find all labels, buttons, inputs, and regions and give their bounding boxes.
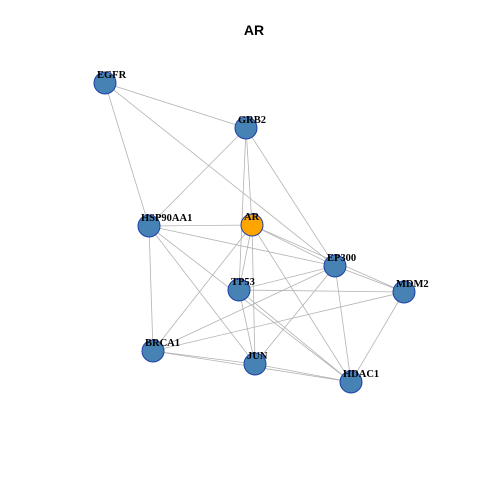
edge-ep300-brca1 <box>152 265 336 352</box>
edge-ep300-tp53 <box>238 265 336 291</box>
edge-hsp90aa1-jun <box>148 225 256 365</box>
edge-jun-hdac1 <box>254 363 352 383</box>
edge-egfr-hsp90aa1 <box>104 82 150 227</box>
node-label-hsp90aa1: HSP90AA1 <box>141 213 192 224</box>
edge-grb2-tp53 <box>238 127 247 291</box>
edge-hsp90aa1-hdac1 <box>148 225 352 383</box>
edge-mdm2-hdac1 <box>350 291 405 383</box>
edge-ep300-jun <box>254 265 336 365</box>
edge-grb2-ep300 <box>245 127 336 267</box>
node-brca1 <box>141 339 165 363</box>
node-grb2 <box>234 116 258 140</box>
edge-mdm2-brca1 <box>152 291 405 352</box>
diagram-title: AR <box>244 22 264 38</box>
node-mdm2 <box>392 280 416 304</box>
node-label-ep300: EP300 <box>327 253 356 264</box>
edge-egfr-grb2 <box>104 82 247 129</box>
node-label-egfr: EGFR <box>97 70 127 81</box>
edge-egfr-ep300 <box>104 82 336 267</box>
node-label-tp53: TP53 <box>231 277 255 288</box>
node-label-ar: AR <box>244 212 260 223</box>
node-label-brca1: BRCA1 <box>145 338 180 349</box>
edge-ar-brca1 <box>152 224 253 352</box>
node-label-jun: JUN <box>247 351 268 362</box>
edge-mdm2-tp53 <box>238 289 405 293</box>
edge-ar-ep300 <box>251 224 336 267</box>
node-label-hdac1: HDAC1 <box>343 369 379 380</box>
node-hdac1 <box>339 370 363 394</box>
edge-tp53-jun <box>238 289 256 365</box>
edge-hsp90aa1-ar <box>148 224 253 227</box>
edge-ar-hdac1 <box>251 224 352 383</box>
edge-grb2-hsp90aa1 <box>148 127 247 227</box>
node-jun <box>243 352 267 376</box>
nodes-layer <box>93 71 416 394</box>
node-ep300 <box>323 254 347 278</box>
node-egfr <box>93 71 117 95</box>
node-tp53 <box>227 278 251 302</box>
node-ar <box>240 213 264 237</box>
edge-tp53-hdac1 <box>238 289 352 383</box>
edge-ep300-mdm2 <box>334 265 405 293</box>
edge-ar-jun <box>251 224 256 365</box>
edge-grb2-ar <box>245 127 253 226</box>
edge-hsp90aa1-ep300 <box>148 225 336 267</box>
edge-brca1-jun <box>152 350 256 365</box>
node-label-mdm2: MDM2 <box>396 279 429 290</box>
edge-hsp90aa1-brca1 <box>148 225 154 352</box>
node-label-grb2: GRB2 <box>238 115 266 126</box>
edge-ep300-hdac1 <box>334 265 352 383</box>
node-hsp90aa1 <box>137 214 161 238</box>
